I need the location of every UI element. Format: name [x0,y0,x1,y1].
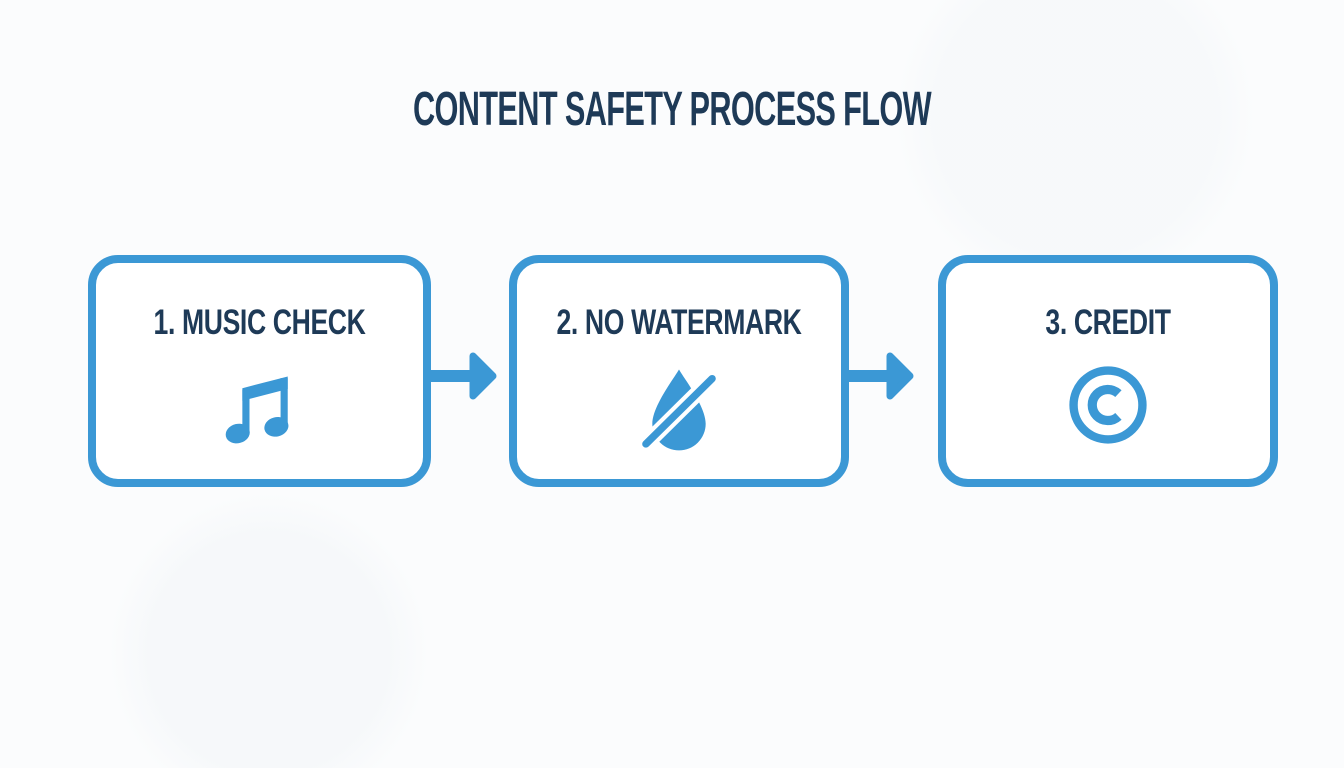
music-note-icon [218,363,302,447]
diagram-title: CONTENT SAFETY PROCESS FLOW [412,83,932,136]
step-label: 3. CREDIT [1045,303,1171,342]
no-watermark-icon [633,363,725,455]
copyright-icon [1066,363,1150,447]
step-box-credit: 3. CREDIT [938,255,1278,487]
step-box-music-check: 1. MUSIC CHECK [88,255,431,487]
step-label: 2. NO WATERMARK [556,303,802,342]
arrow-right-icon [845,348,915,404]
arrow-right-icon [428,348,498,404]
step-box-no-watermark: 2. NO WATERMARK [509,255,849,487]
step-label: 1. MUSIC CHECK [153,303,366,342]
